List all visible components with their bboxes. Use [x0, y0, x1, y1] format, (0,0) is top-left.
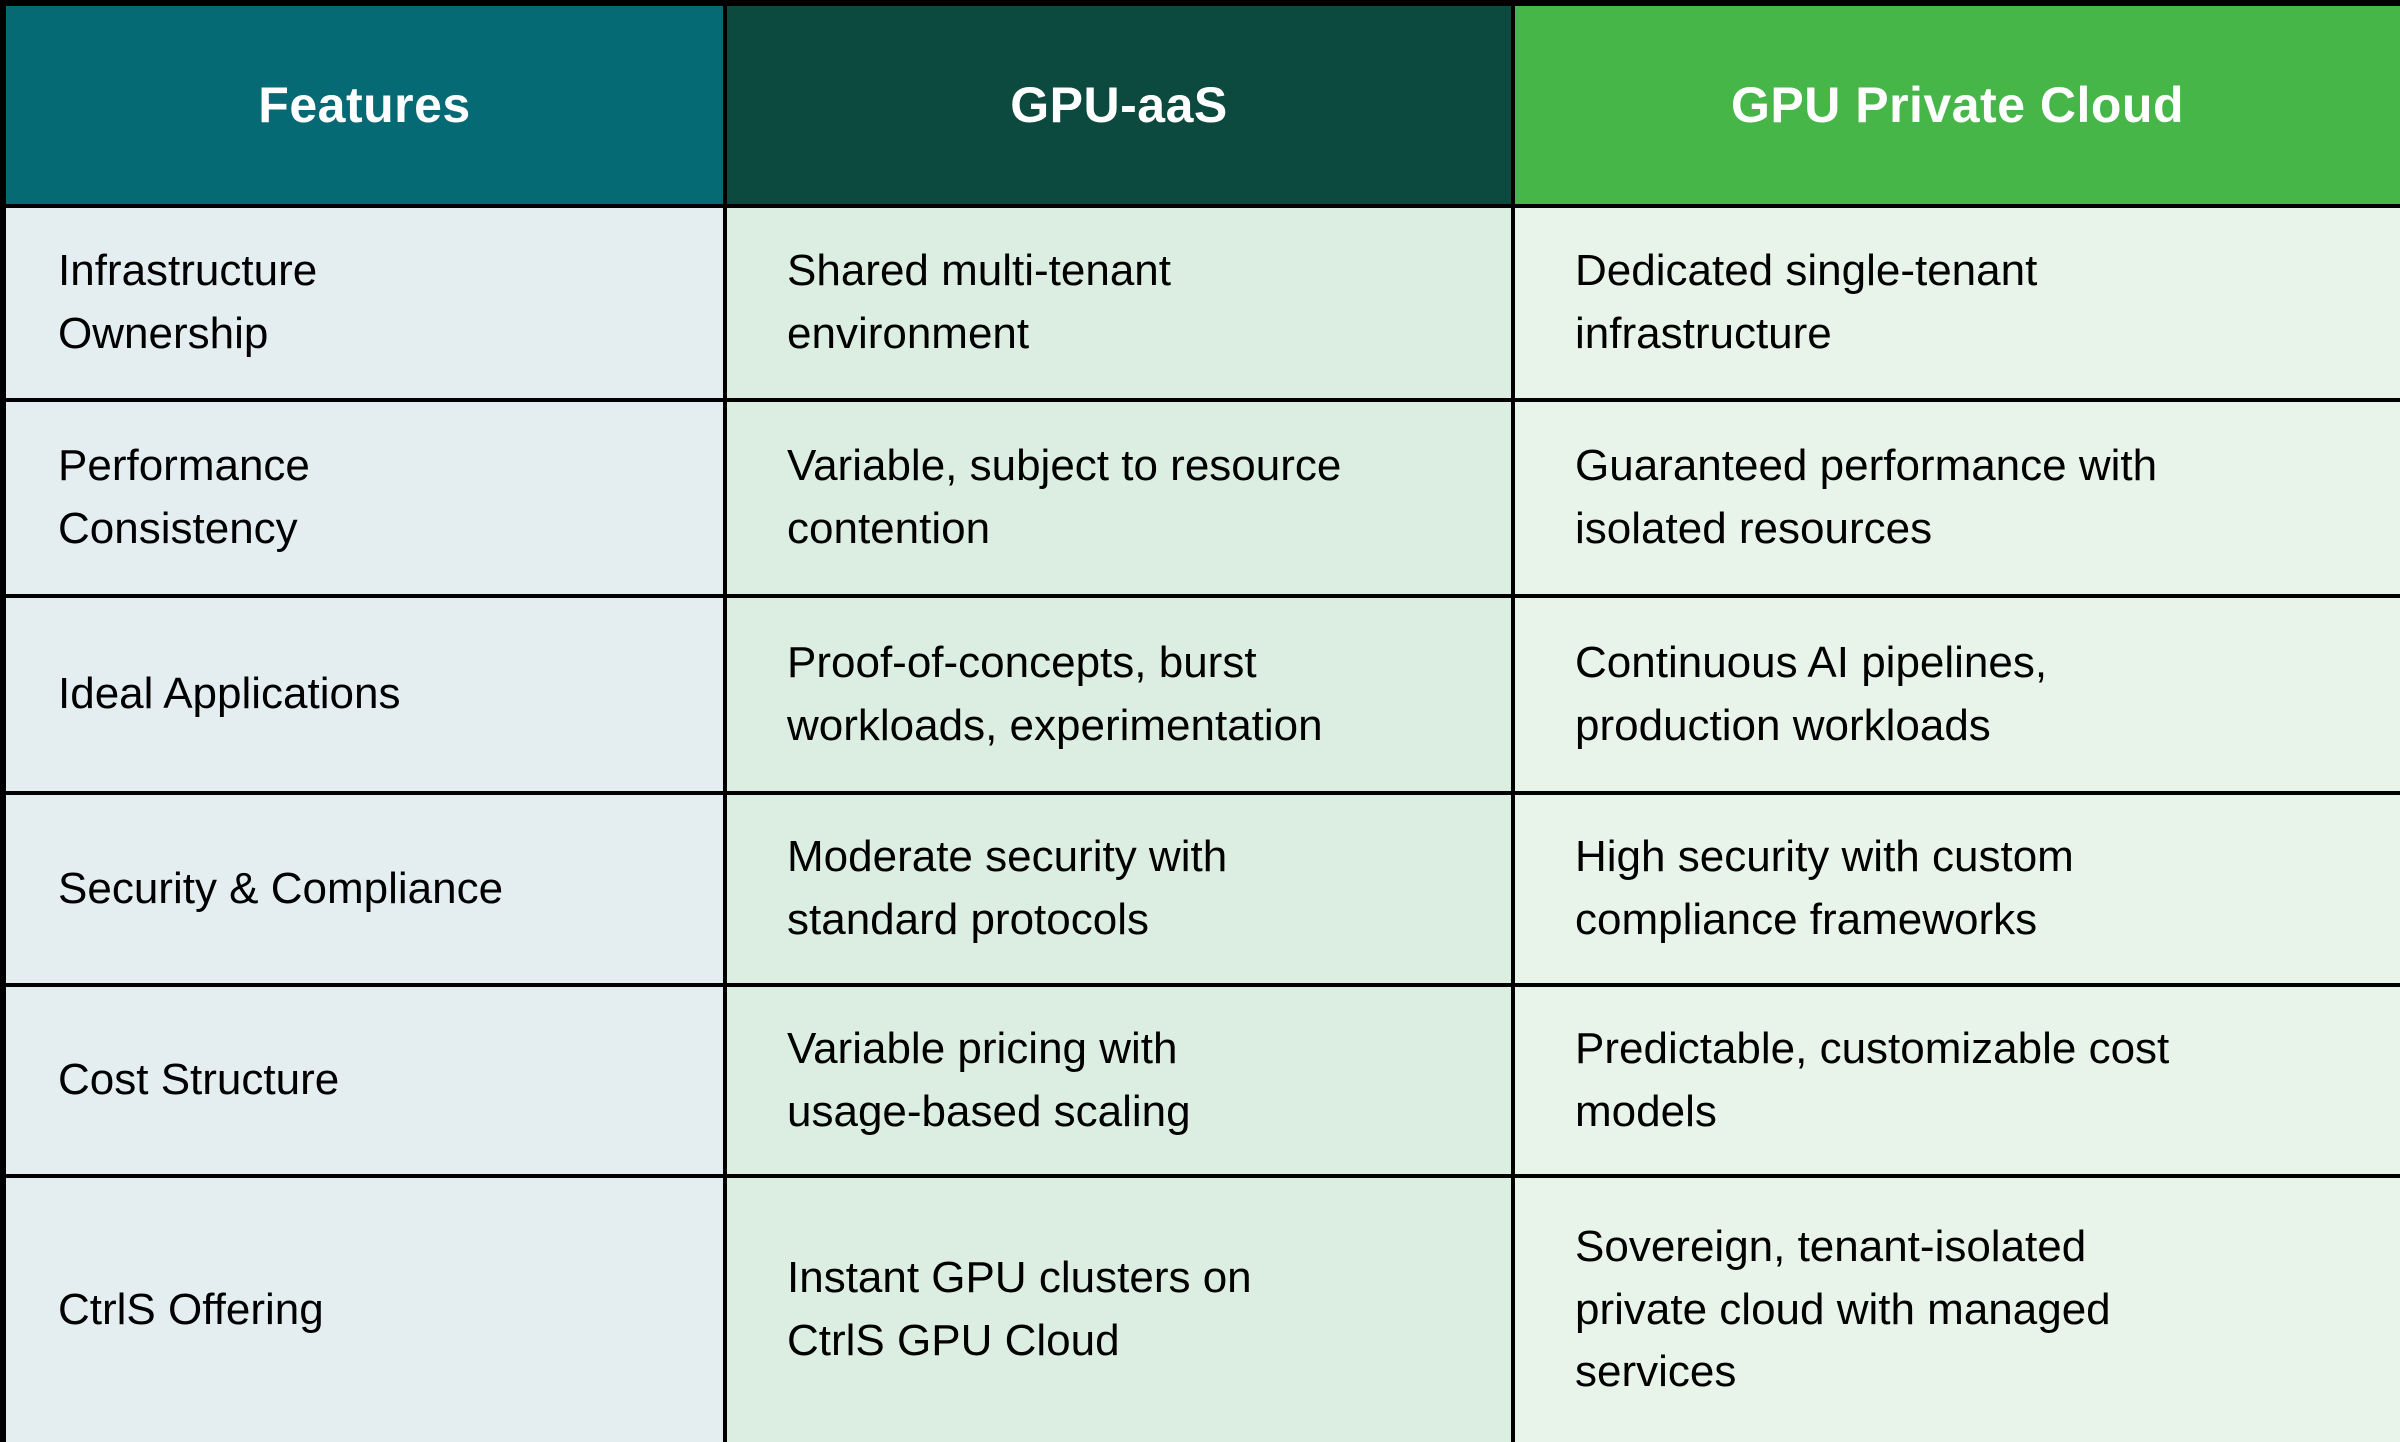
gpu-aas-value-cell: Instant GPU clusters on CtrlS GPU Cloud: [723, 1174, 1515, 1442]
gpu-private-cloud-value-cell: High security with custom compliance fra…: [1511, 791, 2400, 987]
feature-name-cell: CtrlS Offering: [1, 1174, 727, 1442]
header-row: Features GPU-aaS GPU Private Cloud: [1, 1, 2400, 208]
feature-name-cell: Cost Structure: [1, 983, 727, 1178]
table-row: Cost Structure Variable pricing with usa…: [1, 983, 2400, 1178]
gpu-private-cloud-value-cell: Guaranteed performance with isolated res…: [1511, 398, 2400, 598]
table-row: Ideal Applications Proof-of-concepts, bu…: [1, 594, 2400, 795]
gpu-private-cloud-value-cell: Continuous AI pipelines, production work…: [1511, 594, 2400, 795]
gpu-private-cloud-column-header: GPU Private Cloud: [1511, 1, 2400, 208]
gpu-aas-column-header: GPU-aaS: [723, 1, 1515, 208]
gpu-aas-value-cell: Variable, subject to resource contention: [723, 398, 1515, 598]
table-row: CtrlS Offering Instant GPU clusters on C…: [1, 1174, 2400, 1442]
feature-name-cell: Infrastructure Ownership: [1, 204, 727, 402]
feature-name-cell: Performance Consistency: [1, 398, 727, 598]
gpu-private-cloud-value-cell: Sovereign, tenant-isolated private cloud…: [1511, 1174, 2400, 1442]
gpu-aas-value-cell: Shared multi-tenant environment: [723, 204, 1515, 402]
feature-name-cell: Security & Compliance: [1, 791, 727, 987]
table-row: Performance Consistency Variable, subjec…: [1, 398, 2400, 598]
feature-name-cell: Ideal Applications: [1, 594, 727, 795]
table-row: Security & Compliance Moderate security …: [1, 791, 2400, 987]
gpu-aas-value-cell: Moderate security with standard protocol…: [723, 791, 1515, 987]
gpu-private-cloud-value-cell: Predictable, customizable cost models: [1511, 983, 2400, 1178]
gpu-aas-value-cell: Variable pricing with usage-based scalin…: [723, 983, 1515, 1178]
features-column-header: Features: [1, 1, 727, 208]
gpu-aas-value-cell: Proof-of-concepts, burst workloads, expe…: [723, 594, 1515, 795]
gpu-private-cloud-value-cell: Dedicated single-tenant infrastructure: [1511, 204, 2400, 402]
table-row: Infrastructure Ownership Shared multi-te…: [1, 204, 2400, 402]
